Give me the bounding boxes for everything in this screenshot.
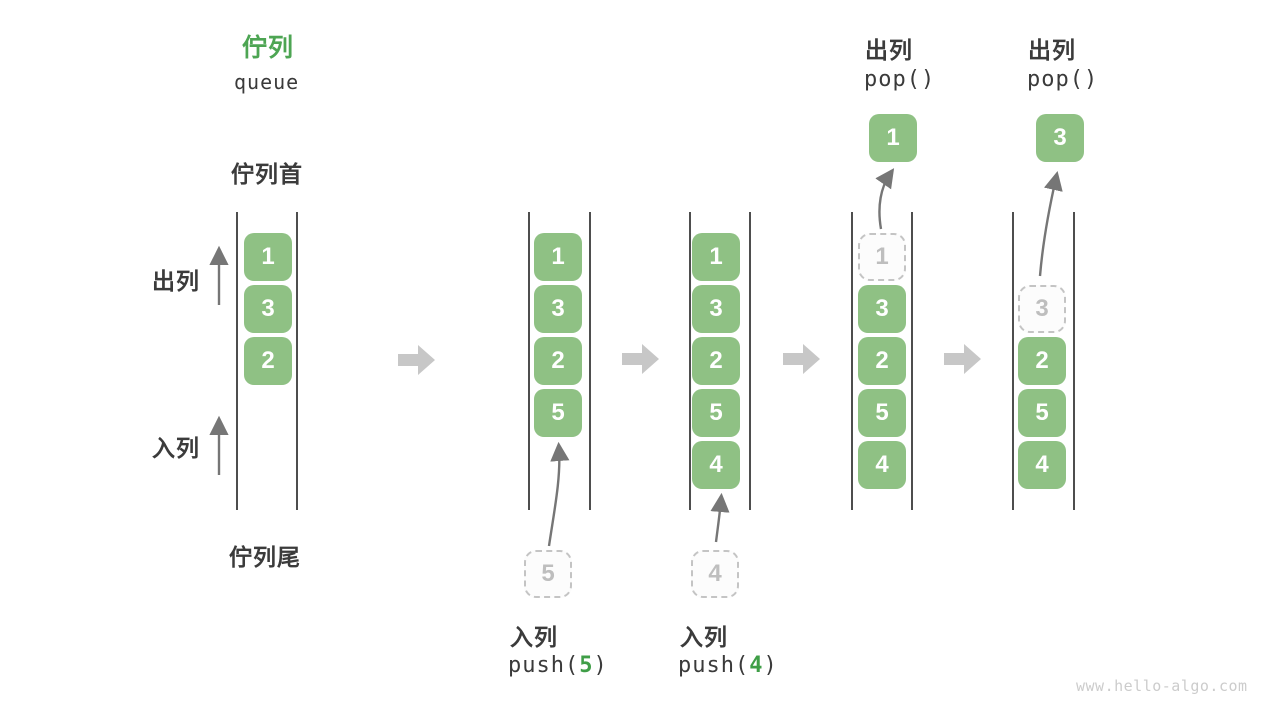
label-pop-op: 出列 (1028, 37, 1076, 63)
queue5-cell: 2 (1018, 337, 1066, 385)
diagram-title-zh: 佇列 (242, 34, 295, 62)
queue3-cell: 5 (692, 389, 740, 437)
label-dequeue-side: 出列 (152, 268, 200, 294)
queue2-left-wall (528, 212, 530, 510)
popped-slot-ghost: 1 (858, 233, 906, 281)
watermark: www.hello-algo.com (1076, 677, 1248, 695)
state-transition-arrow-icon (783, 344, 820, 374)
popped-element: 3 (1036, 114, 1084, 162)
push5-arrow-icon (547, 441, 570, 547)
code-push-arg: 4 (749, 653, 764, 678)
pop1-arrow-icon (875, 168, 895, 230)
code-push-post: ) (593, 653, 608, 678)
label-pop-op: 出列 (865, 37, 913, 63)
code-push-arg: 5 (579, 653, 594, 678)
incoming-element-ghost: 4 (691, 550, 739, 598)
queue3-right-wall (749, 212, 751, 510)
queue1-left-wall (236, 212, 238, 510)
queue2-cell: 2 (534, 337, 582, 385)
diagram-title-en: queue (234, 70, 300, 94)
popped-element: 1 (869, 114, 917, 162)
queue2-right-wall (589, 212, 591, 510)
queue5-right-wall (1073, 212, 1075, 510)
pop3-arrow-icon (1038, 170, 1063, 277)
code-pop: pop() (1027, 67, 1099, 92)
incoming-element-ghost: 5 (524, 550, 572, 598)
queue4-left-wall (851, 212, 853, 510)
label-queue-rear: 佇列尾 (229, 544, 301, 570)
queue1-cell: 2 (244, 337, 292, 385)
queue5-cell: 5 (1018, 389, 1066, 437)
queue2-cell: 3 (534, 285, 582, 333)
code-push-post: ) (763, 653, 778, 678)
queue2-cell: 5 (534, 389, 582, 437)
label-queue-front: 佇列首 (231, 161, 303, 187)
queue5-cell: 4 (1018, 441, 1066, 489)
popped-slot-ghost: 3 (1018, 285, 1066, 333)
label-push-op: 入列 (510, 624, 558, 650)
state-transition-arrow-icon (944, 344, 981, 374)
queue1-cell: 1 (244, 233, 292, 281)
queue4-cell: 5 (858, 389, 906, 437)
push4-arrow-icon (710, 492, 730, 543)
code-push: push(5) (508, 653, 608, 678)
queue5-left-wall (1012, 212, 1014, 510)
label-push-op: 入列 (680, 624, 728, 650)
queue1-cell: 3 (244, 285, 292, 333)
state-transition-arrow-icon (398, 345, 435, 375)
queue1-right-wall (296, 212, 298, 510)
code-push: push(4) (678, 653, 778, 678)
state-transition-arrow-icon (622, 344, 659, 374)
code-push-pre: push( (508, 653, 580, 678)
queue2-cell: 1 (534, 233, 582, 281)
label-enqueue-side: 入列 (152, 435, 200, 461)
queue3-cell: 2 (692, 337, 740, 385)
code-push-pre: push( (678, 653, 750, 678)
code-pop: pop() (864, 67, 936, 92)
queue4-cell: 3 (858, 285, 906, 333)
queue4-cell: 2 (858, 337, 906, 385)
queue3-cell: 4 (692, 441, 740, 489)
queue4-cell: 4 (858, 441, 906, 489)
queue3-cell: 3 (692, 285, 740, 333)
queue3-left-wall (689, 212, 691, 510)
queue4-right-wall (911, 212, 913, 510)
queue3-cell: 1 (692, 233, 740, 281)
